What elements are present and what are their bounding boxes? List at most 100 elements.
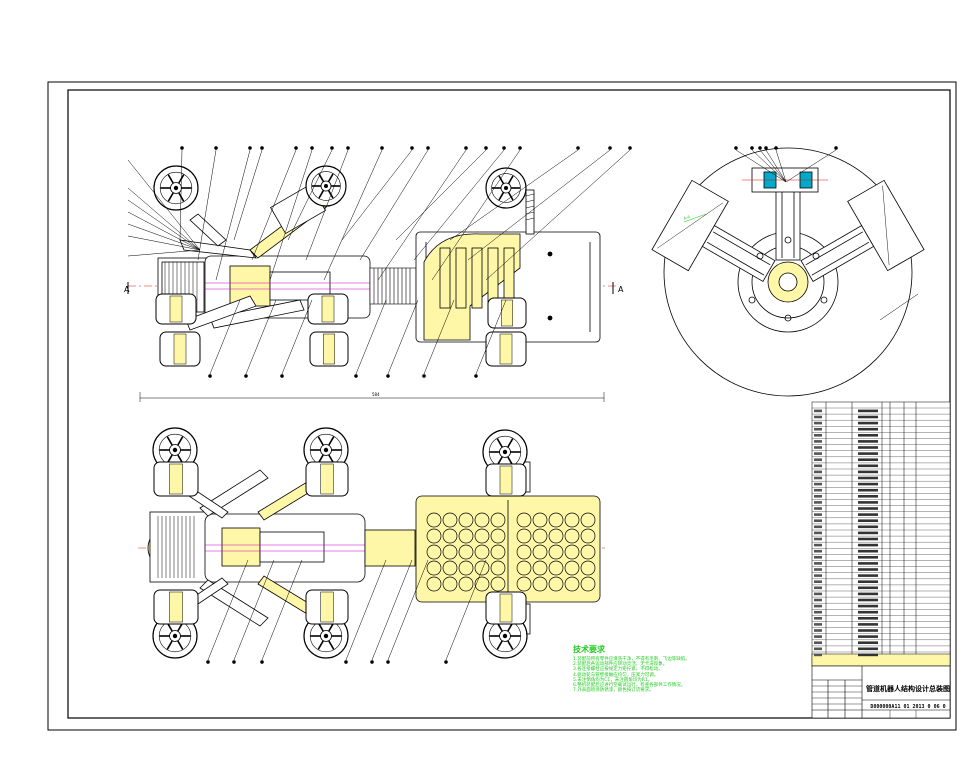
wheel-spoke [507,191,514,201]
outer-border [47,81,957,731]
balloon-dot [206,660,210,664]
wheel-axle [173,185,179,191]
wheel-spoke [177,640,184,650]
balloon-dot [758,146,762,150]
battery-cell [532,560,548,576]
leader-line [127,249,201,257]
parts-list-text-mark [814,653,822,657]
balloon-dot [294,146,298,150]
balloon-dot [608,146,612,150]
parts-list-text-mark [858,446,878,449]
tech-note-line: 2.装配后各运动部件应转动灵活，无卡滞现象。 [573,662,668,668]
leader-line [345,559,387,661]
wheel-spoke [317,640,324,650]
battery-cell [474,512,490,528]
parts-list-text-mark [858,586,878,590]
parts-list-text-mark [814,409,822,413]
leader-line [467,149,611,261]
parts-list-text-mark [814,519,822,522]
parts-list-text-mark [858,568,878,571]
parts-list-text-mark [858,610,878,614]
wheel-spoke [177,436,184,446]
parts-list-text-mark [814,421,822,425]
parts-list-text-mark [814,446,822,449]
battery-cell [490,560,506,576]
parts-list-text-mark [814,635,822,638]
parts-list-text-mark [814,598,822,602]
wheel-spoke [318,189,325,199]
battery-cell [458,512,474,528]
leader-line [245,299,277,375]
leader-line [449,149,579,241]
balloon-dot [834,146,838,150]
parts-list-text-mark [858,647,878,651]
balloon-dot [628,146,632,150]
leader-line [127,223,201,251]
battery-cell [442,560,458,576]
balloon-dot [518,146,522,150]
wheel-spoke [166,640,173,650]
wheel-spoke [317,436,324,446]
section-view-label: A-A [683,214,691,221]
leader-line [431,149,521,281]
overall-length-dimension: 584 [372,392,380,397]
wheel-rim [311,171,341,201]
leader-line [387,559,429,661]
leader-line [207,559,249,661]
balloon-dot [422,374,426,378]
parts-list-text-mark [858,543,878,547]
battery-cell [442,528,458,544]
tech-note-line: 3.各连接螺栓应按规定力矩拧紧，不得松动。 [573,667,663,673]
balloon-dot [576,146,580,150]
roller-hub [169,295,183,323]
parts-list-text-mark [814,476,822,480]
wheel-spoke [496,438,503,448]
leader-line [281,299,313,375]
balloon-dot [248,146,252,150]
battery-cell [474,576,490,592]
parts-list-text-mark [858,415,878,419]
wheel-spoke [327,189,334,199]
balloon-dot [474,374,478,378]
leader-line [209,299,241,375]
balloon-dot [370,660,374,664]
battery-cell [548,544,564,560]
battery-cell [516,560,532,576]
part-leaders-plan [206,559,487,664]
leader-line [233,149,263,241]
drawing-number: D800000A11 01 2013 0 06 0 [870,704,946,710]
parts-list-text-mark [858,629,878,632]
roller-hub [323,333,335,365]
parts-list-text-mark [814,507,822,510]
parts-list-text-mark [814,495,822,498]
balloon-dot [464,146,468,150]
leader-line [127,199,201,251]
wheel-spoke [507,640,514,650]
battery-cell [532,512,548,528]
roller-hub [173,333,187,365]
parts-list-text-mark [858,476,878,480]
parts-list-text-mark [858,549,878,553]
parts-list-text-mark [858,482,878,486]
parts-list-text-mark [858,519,878,522]
battery-cell [474,560,490,576]
wheel-spoke [498,175,505,185]
parts-list-text-mark [814,629,822,632]
battery-cells [426,512,596,592]
battery-cell [532,576,548,592]
technical-requirements: 技术要求 1.装配前所有零件应清洗干净，不得有毛刺、飞边等缺陷。 2.装配后各运… [573,644,813,693]
balloon-dot [386,660,390,664]
leader-line [323,149,383,281]
leader-line [359,149,429,261]
parts-list-text-mark [858,501,878,504]
parts-list-text-mark [858,427,878,431]
balloon-dot [774,146,778,150]
battery-cell [548,576,564,592]
balloon-dot [444,660,448,664]
battery-cell [532,528,548,544]
leader-line [775,149,787,183]
roller-hub [501,299,513,327]
parts-list-text-mark [858,580,878,583]
wheel-axle [502,633,508,639]
leader-line [215,149,251,281]
